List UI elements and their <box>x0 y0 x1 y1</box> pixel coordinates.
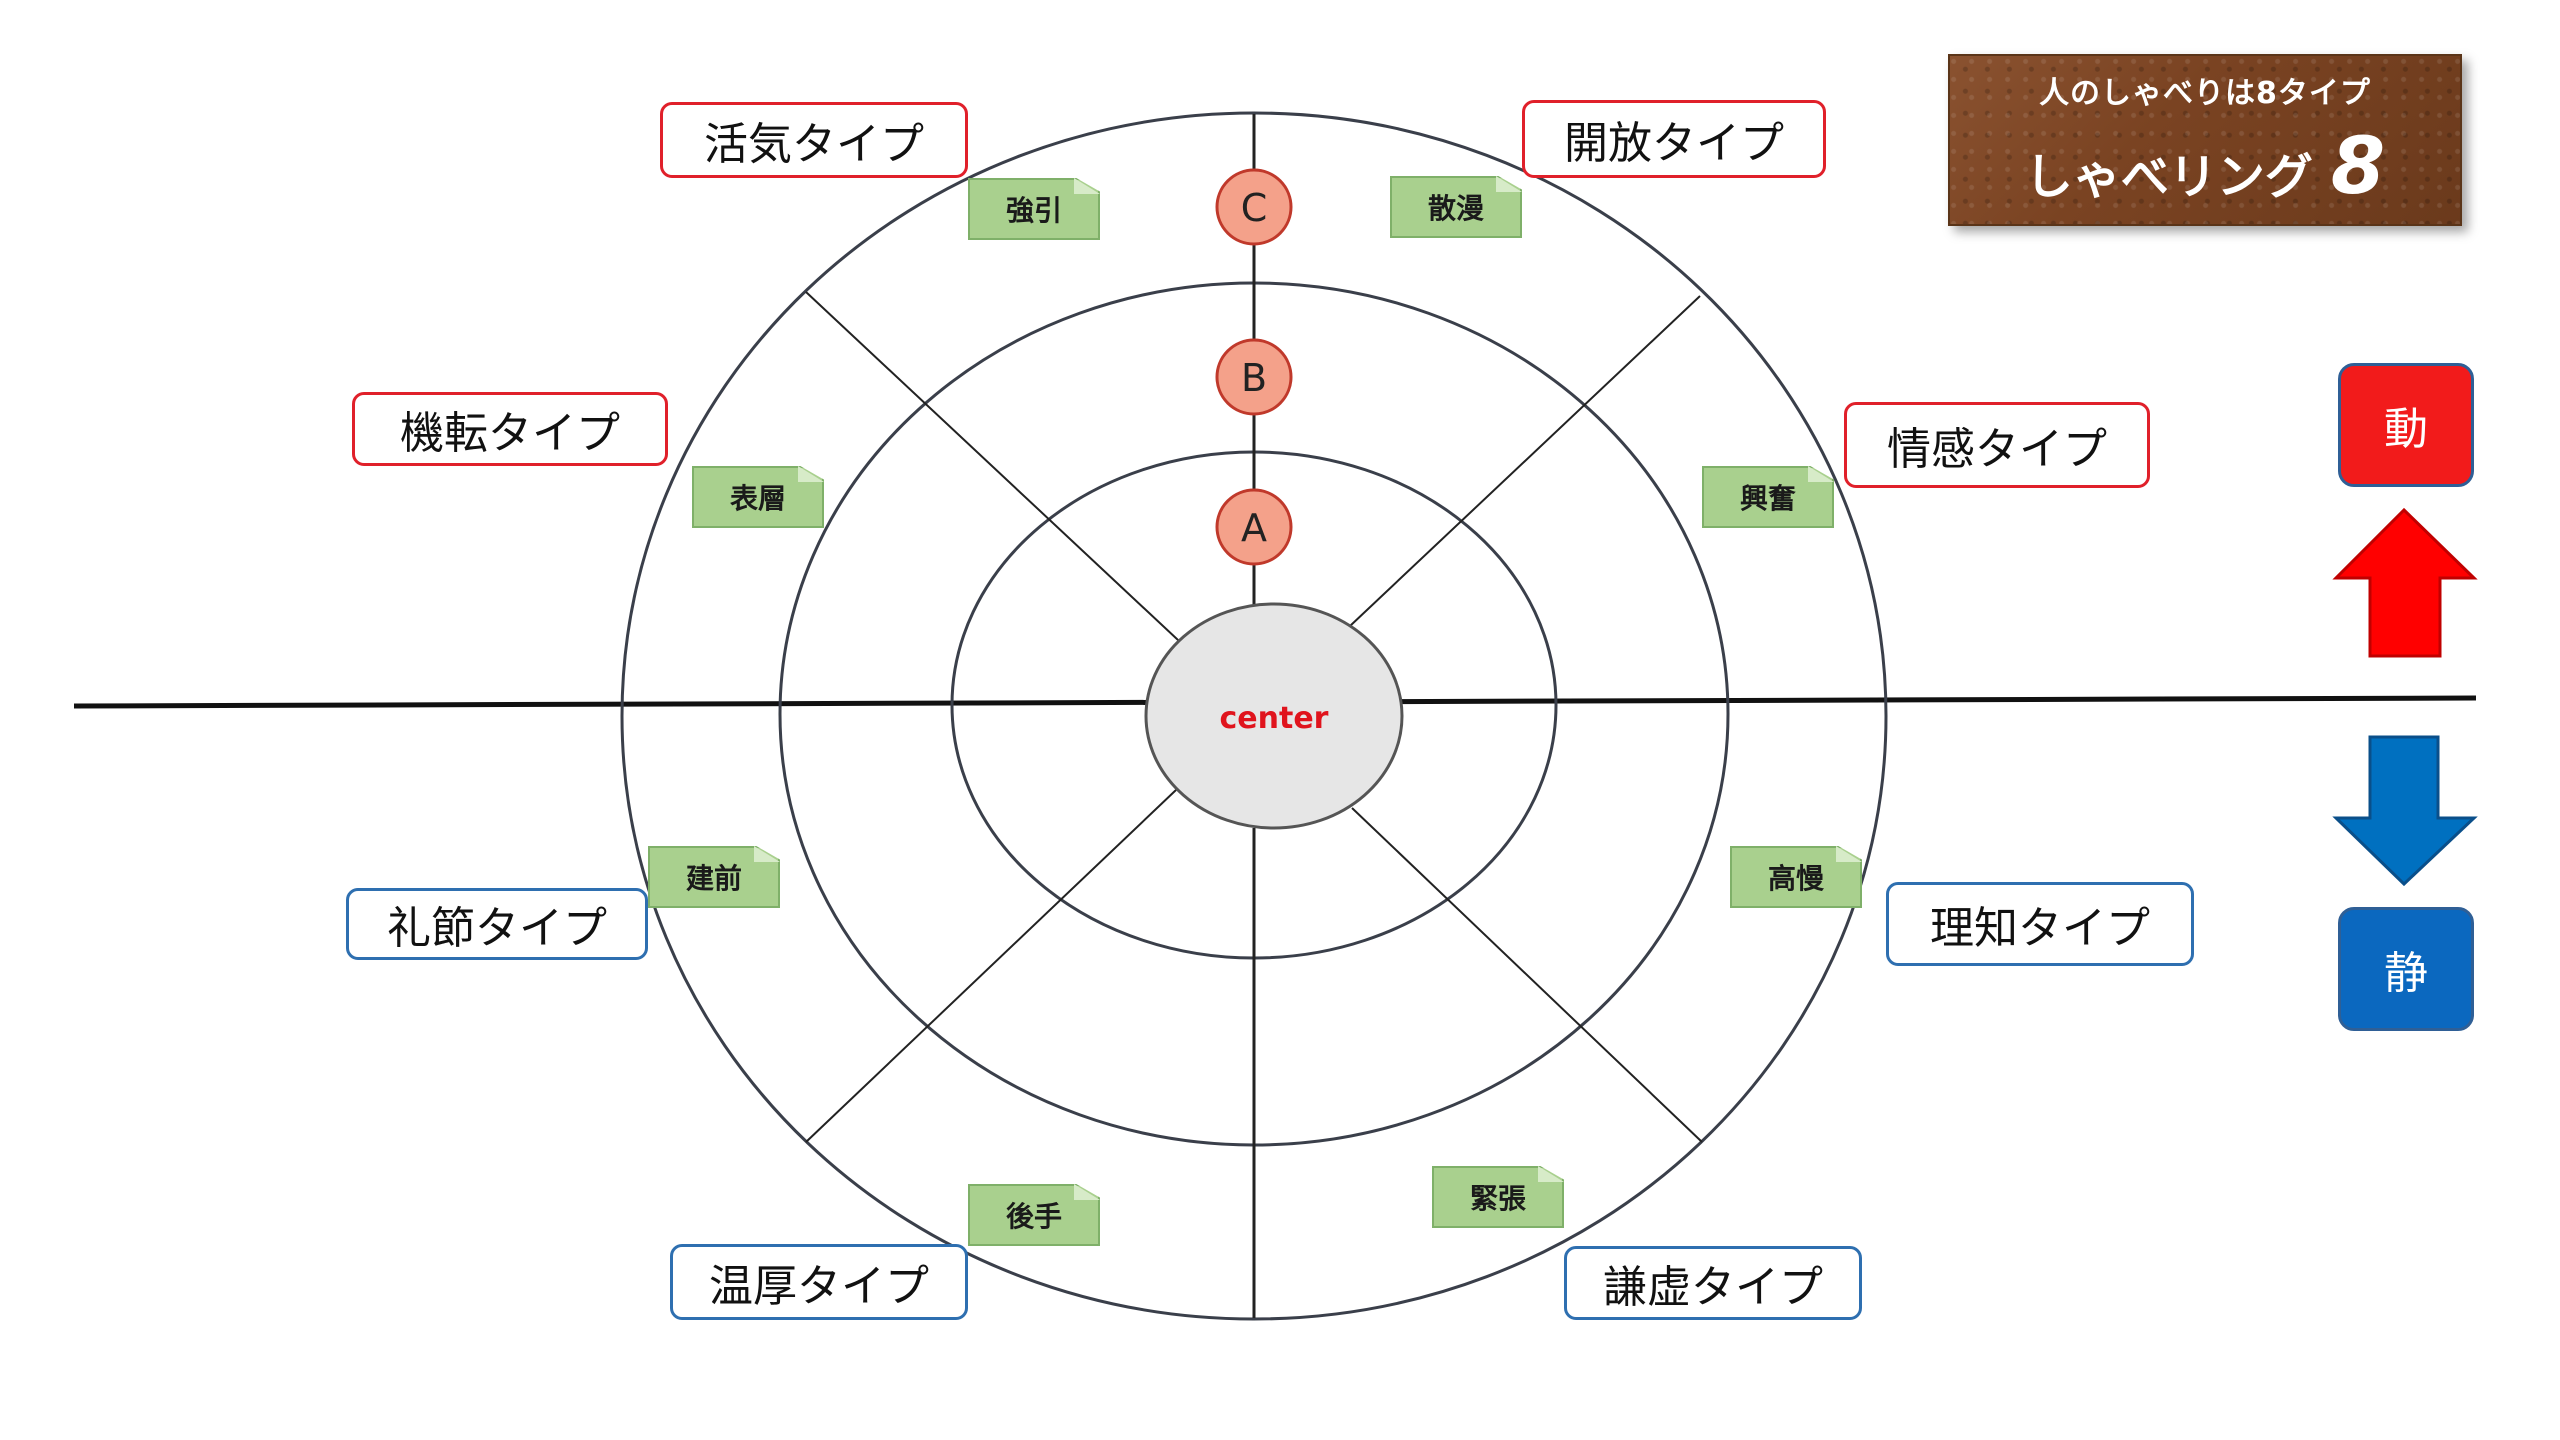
tag-label-koman: 高慢 <box>1767 862 1824 895</box>
type-label-kenkyo: 謙虚タイプ <box>1603 1262 1823 1313</box>
ring-marker-b: B <box>1215 338 1293 416</box>
type-box-kiten[interactable]: 機転タイプ <box>352 392 668 466</box>
tag-hyoso: 表層 <box>692 466 824 528</box>
title-subtitle: 人のしゃべりは8タイプ <box>2039 76 2371 111</box>
type-label-kakki: 活気タイプ <box>704 119 924 170</box>
title-panel: 人のしゃべりは8タイプ しゃべリング 8 <box>1948 54 2462 226</box>
type-label-richi: 理知タイプ <box>1930 903 2150 954</box>
down-arrow <box>2332 735 2478 887</box>
tag-label-hyoso: 表層 <box>729 482 786 515</box>
ring-marker-c: C <box>1215 168 1293 246</box>
tag-kyoin: 強引 <box>968 178 1100 240</box>
type-label-kaiho: 開放タイプ <box>1564 118 1784 169</box>
sei-label: 静 <box>2384 948 2428 999</box>
type-box-jokan[interactable]: 情感タイプ <box>1844 402 2150 488</box>
type-box-richi[interactable]: 理知タイプ <box>1886 882 2194 966</box>
title-main: しゃべリング 8 <box>2025 122 2385 212</box>
tag-label-gote: 後手 <box>1005 1200 1062 1233</box>
type-box-kenkyo[interactable]: 謙虚タイプ <box>1564 1246 1862 1320</box>
tag-kincho: 緊張 <box>1432 1166 1564 1228</box>
diagonal-lower-left <box>805 789 1177 1143</box>
tag-label-tatemae: 建前 <box>685 862 742 895</box>
tag-label-kincho: 緊張 <box>1469 1182 1526 1215</box>
type-label-kiten: 機転タイプ <box>400 408 620 459</box>
type-label-onko: 温厚タイプ <box>709 1261 929 1312</box>
ring-marker-c-label: C <box>1241 186 1268 230</box>
tag-label-kofun: 興奮 <box>1739 482 1796 515</box>
type-box-onko[interactable]: 温厚タイプ <box>670 1244 968 1320</box>
dou-button[interactable]: 動 <box>2338 363 2474 487</box>
dou-label: 動 <box>2384 404 2428 455</box>
diagonal-upper-left <box>805 291 1179 641</box>
ring-marker-a: A <box>1215 488 1293 566</box>
ring-marker-a-label: A <box>1241 506 1267 550</box>
type-box-kaiho[interactable]: 開放タイプ <box>1522 100 1826 178</box>
ring-outer <box>620 111 1888 1321</box>
sei-button[interactable]: 静 <box>2338 907 2474 1031</box>
title-number: 8 <box>2330 122 2386 212</box>
type-label-jokan: 情感タイプ <box>1887 424 2107 475</box>
tag-gote: 後手 <box>968 1184 1100 1246</box>
type-box-reisetsu[interactable]: 礼節タイプ <box>346 888 648 960</box>
type-box-kakki[interactable]: 活気タイプ <box>660 102 968 178</box>
ring-marker-b-label: B <box>1241 356 1267 400</box>
tag-sanman: 散漫 <box>1390 176 1522 238</box>
tag-koman: 高慢 <box>1730 846 1862 908</box>
diagonal-lower-right <box>1351 807 1703 1143</box>
diagonal-upper-right <box>1349 295 1701 627</box>
tag-label-sanman: 散漫 <box>1427 192 1484 225</box>
type-label-reisetsu: 礼節タイプ <box>387 903 607 954</box>
tag-tatemae: 建前 <box>648 846 780 908</box>
title-main-text: しゃべリング <box>2024 149 2313 205</box>
center-label: center <box>1220 701 1329 736</box>
tag-kofun: 興奮 <box>1702 466 1834 528</box>
up-arrow <box>2332 507 2478 658</box>
center-node <box>1144 602 1404 830</box>
tag-label-kyoin: 強引 <box>1005 194 1062 227</box>
